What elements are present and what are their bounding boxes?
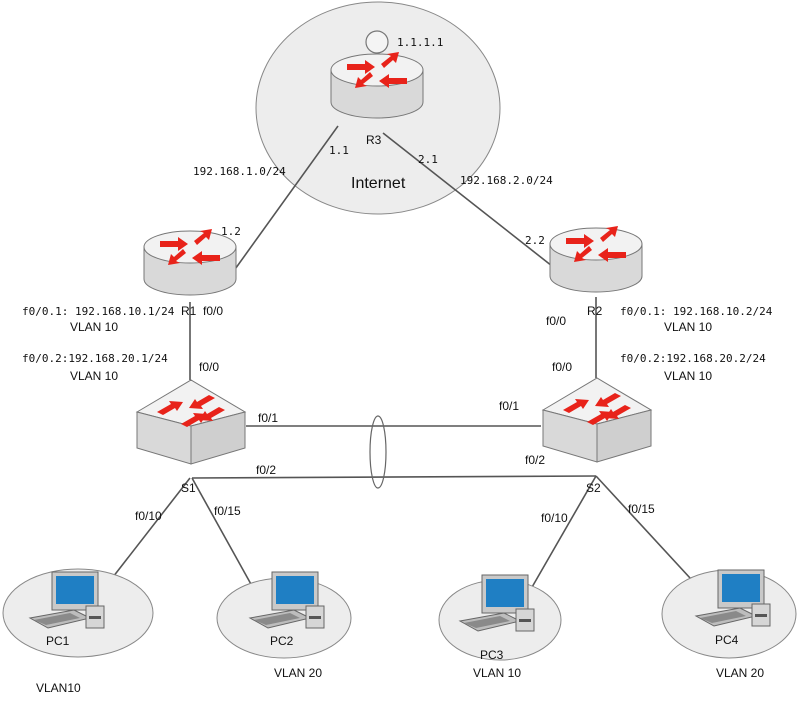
r2-subif-2: f0/0.2:192.168.20.2/24 <box>620 352 766 365</box>
r2-subif-2-vlan: VLAN 10 <box>664 369 712 383</box>
pc2-name: PC2 <box>270 634 294 648</box>
r2-wan-ip: 2.2 <box>525 234 545 247</box>
r1-wan-ip: 1.2 <box>221 225 241 238</box>
pc1-vlan: VLAN10 <box>36 681 81 695</box>
switch-s2[interactable] <box>542 377 652 463</box>
loopback-address: 1.1.1.1 <box>397 36 443 49</box>
r2-subif-1-vlan: VLAN 10 <box>664 320 712 334</box>
r3-right-ip: 2.1 <box>418 153 438 166</box>
s1-name: S1 <box>181 481 196 495</box>
s2-port-f015: f0/15 <box>628 502 655 516</box>
router-icon <box>330 51 424 119</box>
s2-port-f010: f0/10 <box>541 511 568 525</box>
etherchannel-bundle <box>369 415 387 489</box>
s1-port-f015: f0/15 <box>214 504 241 518</box>
link-r3-r2 <box>382 132 553 267</box>
s2-port-f02: f0/2 <box>525 453 545 467</box>
s1-port-f01: f0/1 <box>258 411 278 425</box>
switch-icon <box>136 379 246 465</box>
pc4-name: PC4 <box>715 633 739 647</box>
subnet-left: 192.168.1.0/24 <box>193 165 286 178</box>
pc2-vlan: VLAN 20 <box>274 666 322 680</box>
switch-s1[interactable] <box>136 379 246 465</box>
router-icon <box>143 228 237 296</box>
pc1-node[interactable] <box>2 568 154 658</box>
s1-port-up: f0/0 <box>199 360 219 374</box>
r1-subif-1-vlan: VLAN 10 <box>70 320 118 334</box>
s2-name: S2 <box>586 481 601 495</box>
r1-name: R1 <box>181 304 197 318</box>
r1-subif-2-vlan: VLAN 10 <box>70 369 118 383</box>
switch-icon <box>542 377 652 463</box>
r3-name: R3 <box>366 133 382 147</box>
r1-subif-2: f0/0.2:192.168.20.1/24 <box>22 352 168 365</box>
s2-port-f01: f0/1 <box>499 399 519 413</box>
r2-name: R2 <box>587 304 603 318</box>
r3-left-ip: 1.1 <box>329 144 349 157</box>
link-s1-s2-f02 <box>191 475 597 479</box>
pc4-vlan: VLAN 20 <box>716 666 764 680</box>
pc4-node[interactable] <box>661 569 797 659</box>
s1-port-f02: f0/2 <box>256 463 276 477</box>
s2-port-up: f0/0 <box>552 360 572 374</box>
pc3-vlan: VLAN 10 <box>473 666 521 680</box>
r1-subif-1: f0/0.1: 192.168.10.1/24 <box>22 305 175 318</box>
pc2-node[interactable] <box>216 571 352 659</box>
subnet-right: 192.168.2.0/24 <box>460 174 553 187</box>
r1-port-up: f0/0 <box>203 304 223 318</box>
pc1-name: PC1 <box>46 634 70 648</box>
internet-label: Internet <box>351 175 406 192</box>
router-r3[interactable] <box>330 51 424 119</box>
router-r2[interactable] <box>549 225 643 293</box>
r2-subif-1: f0/0.1: 192.168.10.2/24 <box>620 305 773 318</box>
pc3-node[interactable] <box>438 574 562 661</box>
router-icon <box>549 225 643 293</box>
loopback-icon <box>365 30 389 54</box>
pc3-name: PC3 <box>480 648 504 662</box>
link-r3-r1 <box>232 125 339 273</box>
r2-port-up: f0/0 <box>546 314 566 328</box>
router-r1[interactable] <box>143 228 237 296</box>
s1-port-f010: f0/10 <box>135 509 162 523</box>
